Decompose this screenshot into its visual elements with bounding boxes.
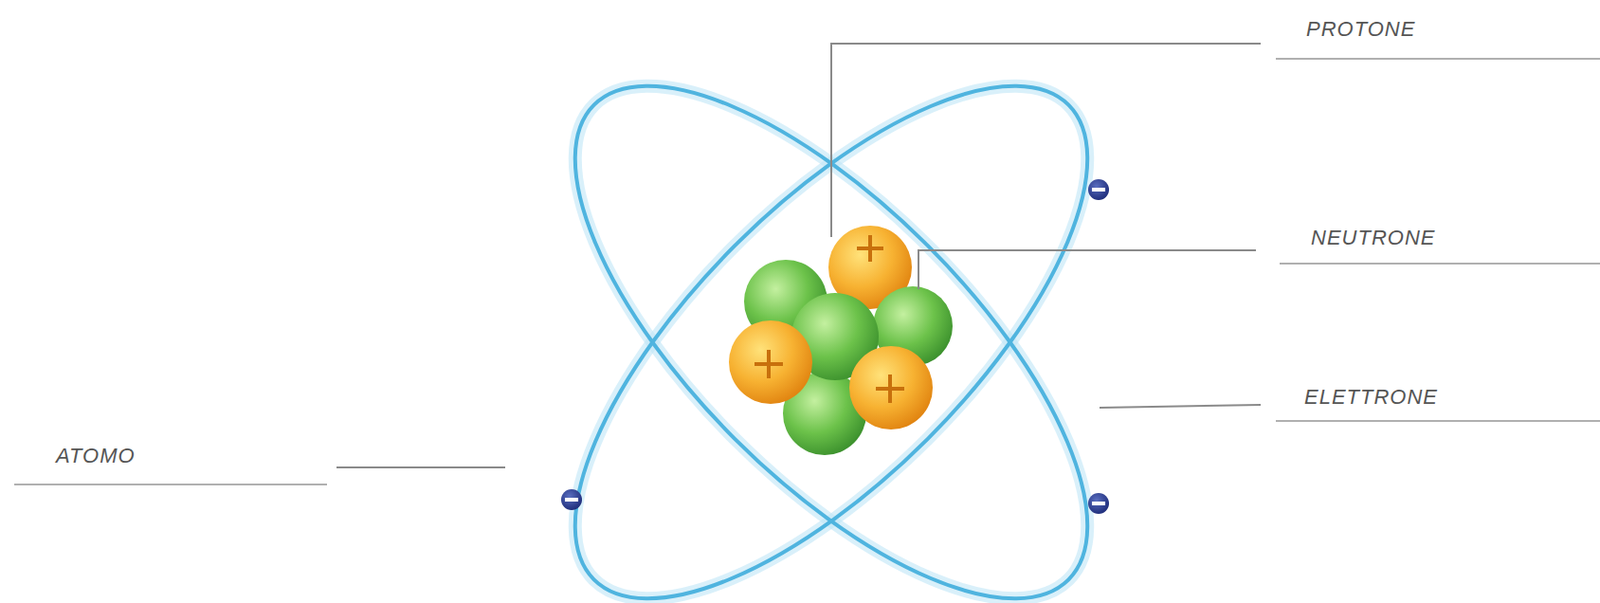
leader-lines — [14, 43, 1600, 485]
electron — [1088, 492, 1110, 514]
plus-symbols — [754, 235, 905, 403]
part-label: PROTONE — [1306, 18, 1416, 40]
leader-line — [1099, 404, 1261, 408]
leader-line — [918, 250, 1256, 290]
leader-line — [831, 43, 1261, 237]
label-rule — [1279, 262, 1600, 265]
proton — [849, 345, 933, 430]
label-rule — [14, 483, 328, 486]
electrons — [561, 179, 1110, 514]
leader-line — [336, 466, 506, 469]
label-rule — [1275, 57, 1600, 60]
label-rule — [1275, 419, 1600, 422]
electron — [1088, 179, 1110, 200]
proton — [728, 320, 813, 404]
part-label: ATOMO — [55, 445, 136, 467]
part-label: NEUTRONE — [1310, 227, 1436, 249]
electron — [561, 489, 582, 510]
part-label: ELETTRONE — [1304, 386, 1438, 408]
